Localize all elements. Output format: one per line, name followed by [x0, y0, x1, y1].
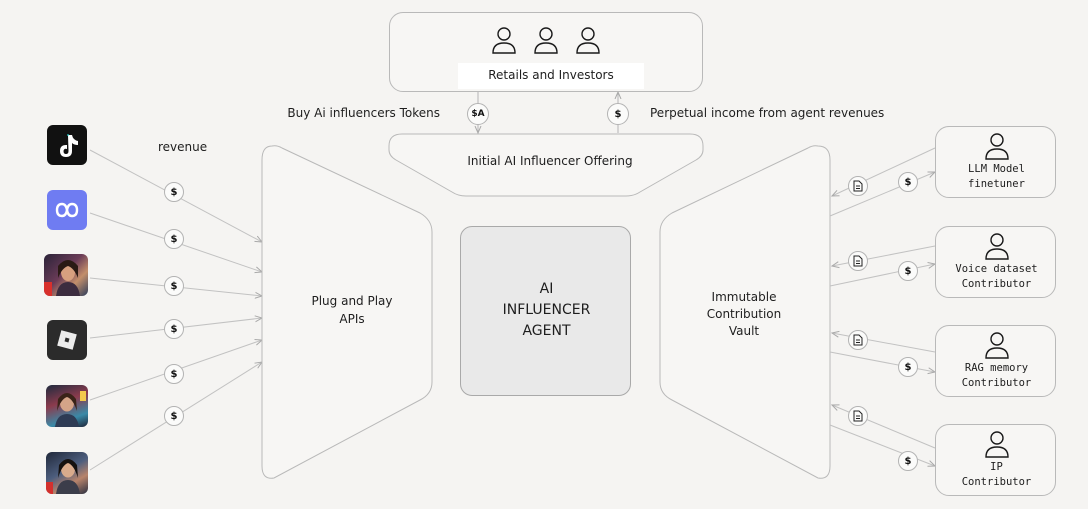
- apis-funnel-shape: [261, 145, 433, 479]
- contributor-box-voice: Voice dataset Contributor: [935, 226, 1056, 298]
- contributor-label-line2: finetuner: [968, 178, 1025, 190]
- contributor-label-line1: RAG memory: [964, 362, 1029, 374]
- contributor-box-llm: LLM Model finetuner: [935, 126, 1056, 198]
- dollar-coin-icon: $: [164, 406, 184, 426]
- buy-tokens-label: Buy Ai influencers Tokens: [287, 106, 440, 120]
- document-icon: [848, 330, 868, 350]
- dollar-coin-icon: $: [607, 103, 629, 125]
- investor-flow-lines: [478, 92, 618, 133]
- offering-label: Initial AI Influencer Offering: [467, 154, 633, 168]
- dollar-coin-icon: $: [164, 364, 184, 384]
- person-icon: [492, 27, 600, 54]
- person-icon: [985, 133, 1009, 160]
- dollar-coin-icon: $: [164, 276, 184, 296]
- influencer-avatar-icon: [44, 254, 88, 296]
- investor-people-icons: [490, 25, 610, 55]
- agent-label-line1: AI: [539, 281, 554, 297]
- revenue-label: revenue: [158, 140, 208, 154]
- tiktok-icon: [47, 125, 87, 165]
- contributor-label-line2: Contributor: [961, 476, 1032, 488]
- vault-label-line2: Contribution: [706, 307, 782, 321]
- person-icon: [985, 332, 1009, 359]
- influencer-avatar-icon: [46, 385, 88, 427]
- contributor-label-line2: Contributor: [961, 377, 1032, 389]
- person-icon: [985, 233, 1009, 260]
- dollar-coin-icon: $: [164, 229, 184, 249]
- investors-label: Retails and Investors: [488, 68, 614, 82]
- vault-label-line3: Vault: [728, 324, 760, 338]
- dollar-coin-icon: $: [164, 319, 184, 339]
- contributor-box-ip: IP Contributor: [935, 424, 1056, 496]
- vault-funnel-shape: [659, 145, 831, 479]
- document-icon: [848, 176, 868, 196]
- roblox-icon: [47, 320, 87, 360]
- dollar-coin-icon: $: [898, 357, 918, 377]
- contributor-label-line1: Voice dataset: [955, 263, 1038, 275]
- token-coin-icon: $A: [467, 103, 489, 125]
- apis-label-line2: APIs: [339, 312, 365, 326]
- infinity-app-icon: [47, 190, 87, 230]
- contributor-label-line1: IP: [990, 461, 1003, 473]
- apis-label-line1: Plug and Play: [311, 294, 393, 308]
- contributor-label-line2: Contributor: [961, 278, 1032, 290]
- perpetual-income-label: Perpetual income from agent revenues: [650, 106, 885, 120]
- agent-label-line3: AGENT: [522, 323, 571, 339]
- dollar-coin-icon: $: [898, 172, 918, 192]
- contributor-label-line1: LLM Model: [968, 163, 1025, 175]
- contributor-connectors: [829, 147, 935, 466]
- offering-shape: [388, 133, 704, 197]
- agent-label-line2: INFLUENCER: [502, 302, 591, 318]
- document-icon: [848, 251, 868, 271]
- ai-agent-box: AI INFLUENCER AGENT: [460, 226, 631, 396]
- vault-label-line1: Immutable: [711, 290, 777, 304]
- document-icon: [848, 406, 868, 426]
- investors-label-bg: [458, 63, 644, 89]
- dollar-coin-icon: $: [898, 451, 918, 471]
- investors-box: Retails and Investors: [389, 12, 703, 92]
- influencer-avatar-icon: [46, 452, 88, 494]
- person-icon: [985, 431, 1009, 458]
- dollar-coin-icon: $: [164, 182, 184, 202]
- contributor-box-rag: RAG memory Contributor: [935, 325, 1056, 397]
- dollar-coin-icon: $: [898, 261, 918, 281]
